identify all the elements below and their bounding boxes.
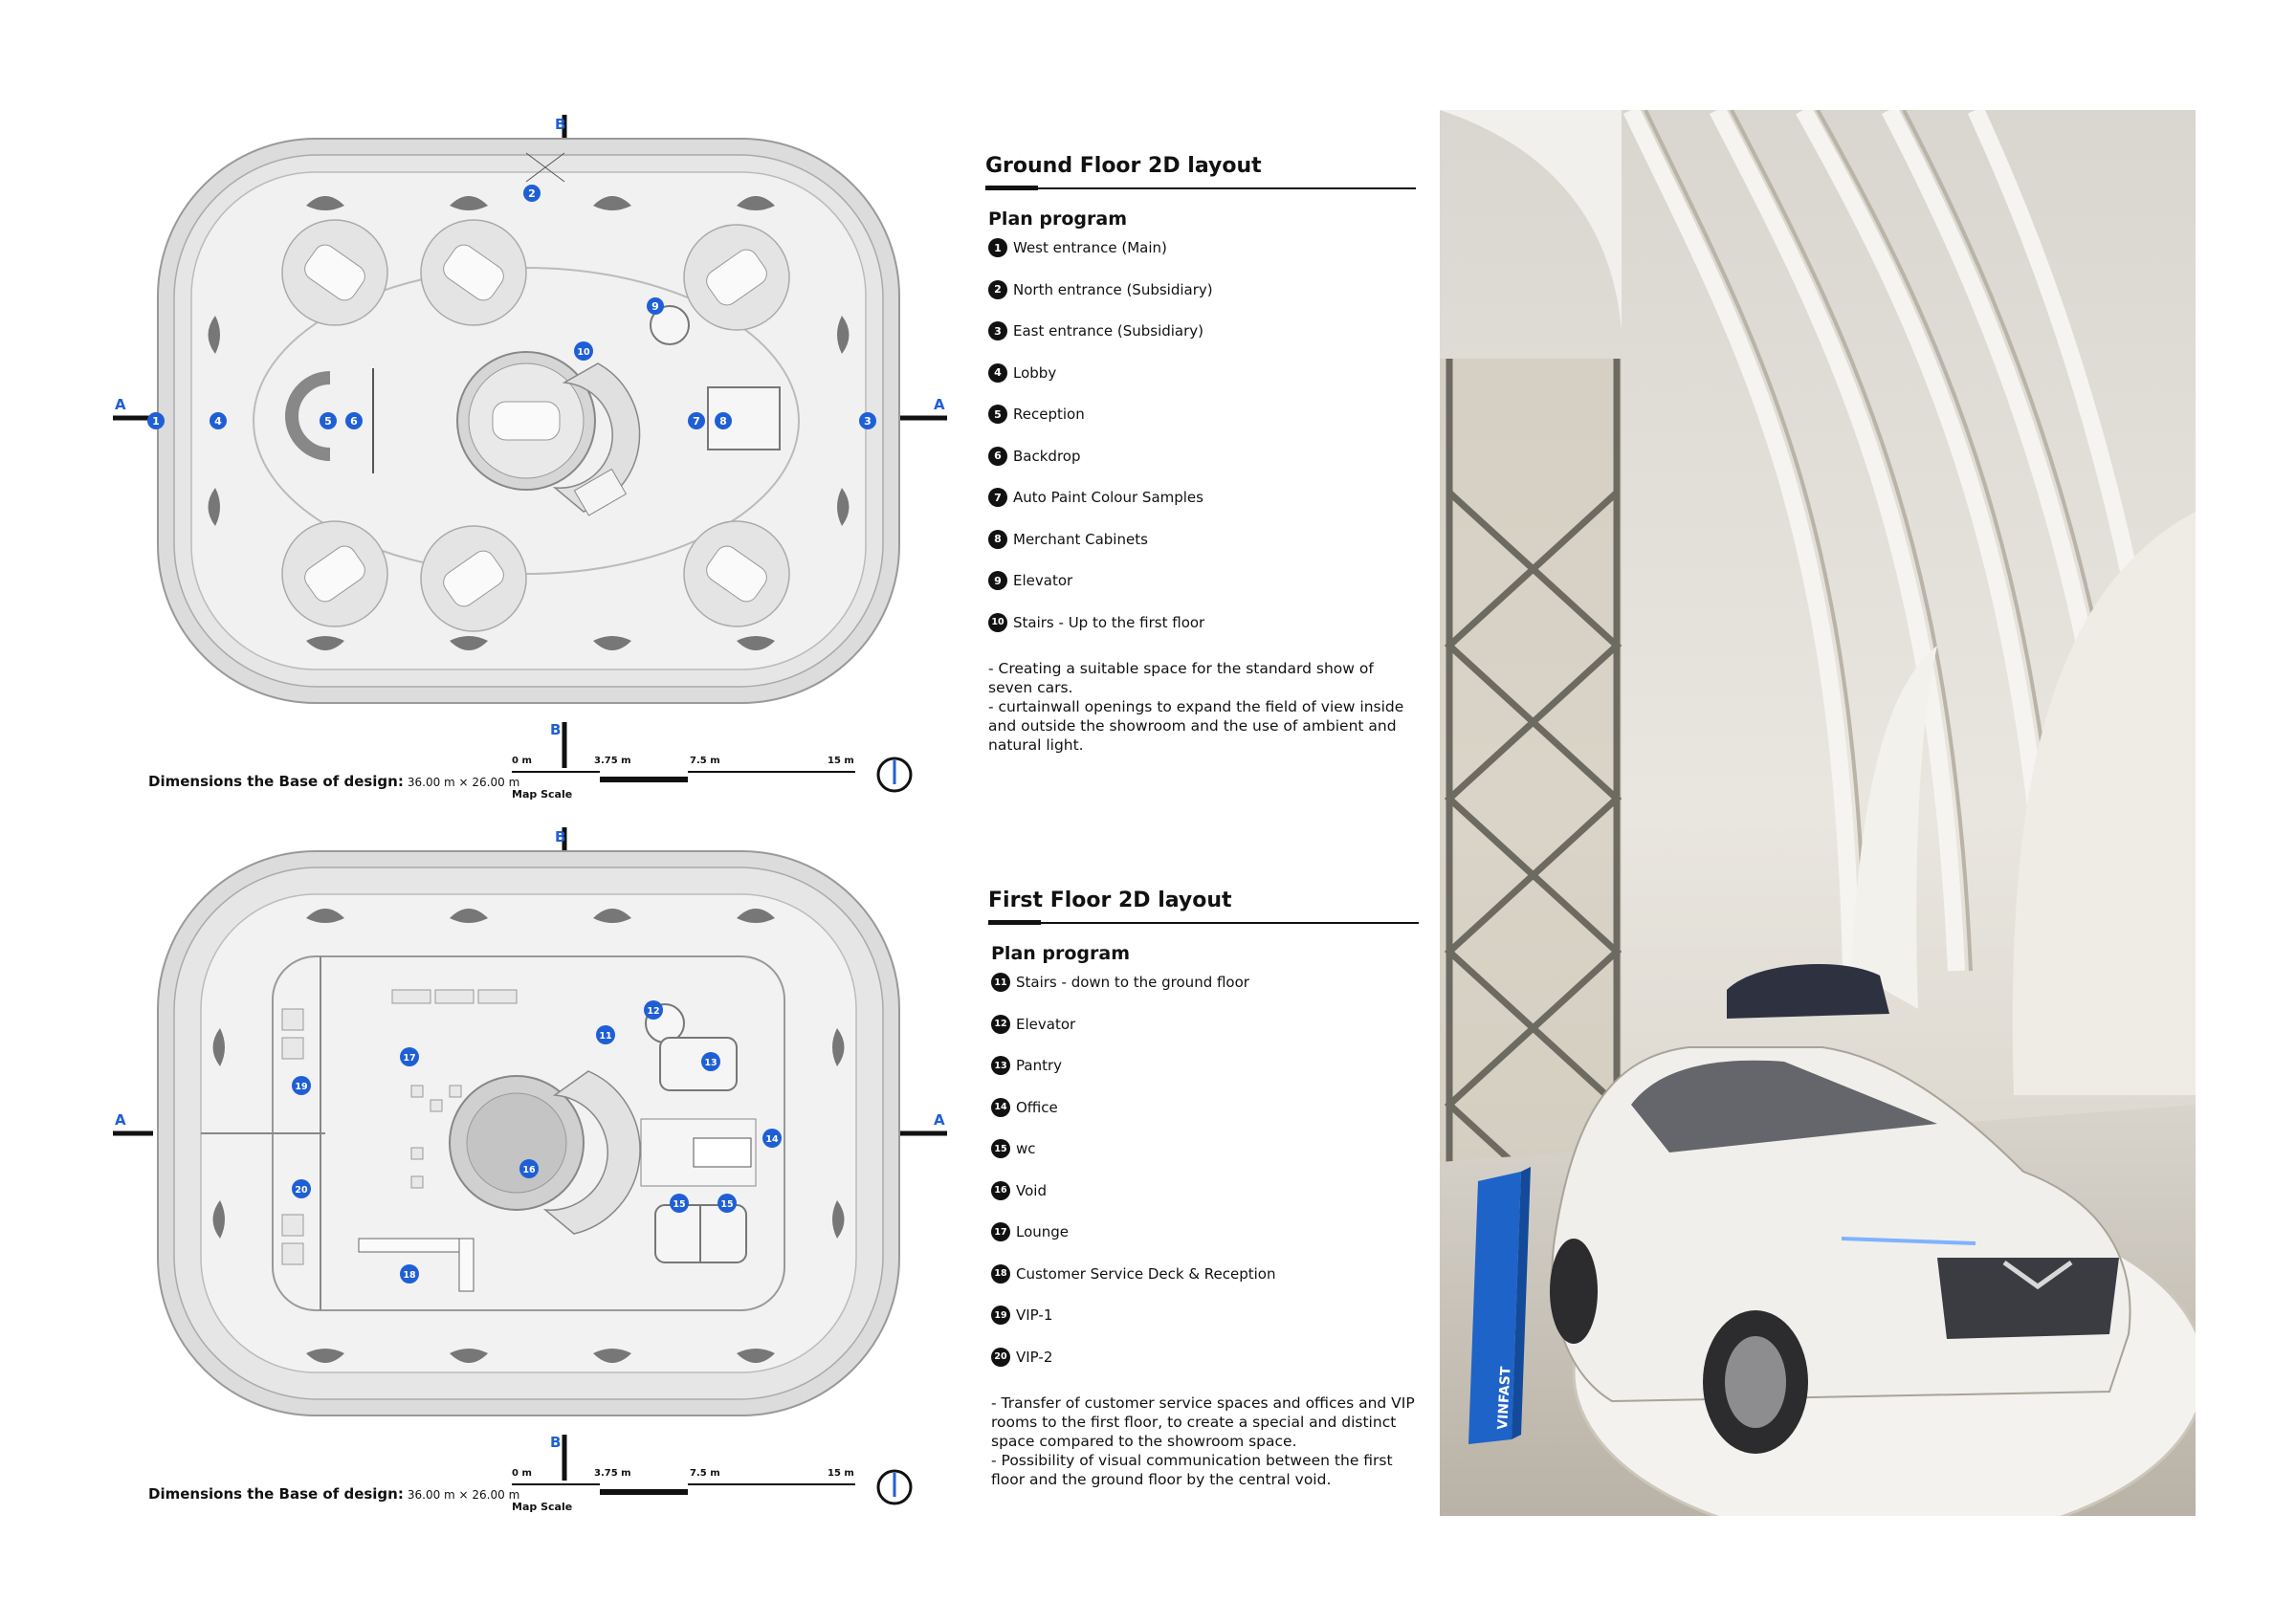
central-car <box>492 401 561 441</box>
perimeter-columns <box>212 909 845 1363</box>
svg-text:1: 1 <box>152 415 160 428</box>
svg-text:15: 15 <box>720 1199 733 1210</box>
section-mark-a-left: A <box>115 1111 126 1129</box>
first-dimensions: Dimensions the Base of design:36.00 m × … <box>148 1485 520 1503</box>
svg-text:12: 12 <box>647 1006 659 1017</box>
svg-text:17: 17 <box>403 1053 415 1064</box>
ground-map-scale: 0 m 3.75 m 7.5 m 15 m Map Scale <box>512 756 855 801</box>
north-arrow-icon <box>876 757 913 793</box>
svg-text:14: 14 <box>765 1134 779 1145</box>
north-entrance-door <box>525 152 565 183</box>
section-mark-b-bottom: B <box>550 721 561 738</box>
first-map-scale: 0 m 3.75 m 7.5 m 15 m Map Scale <box>512 1468 855 1513</box>
elevator <box>650 305 690 345</box>
background-car <box>1727 964 1889 1019</box>
first-floor-title: First Floor 2D layout <box>988 889 1232 912</box>
svg-text:16: 16 <box>522 1165 536 1175</box>
ground-floor-plan-drawing: B B A A <box>113 115 947 768</box>
svg-text:8: 8 <box>719 415 727 428</box>
north-arrow-icon <box>876 1469 913 1505</box>
ground-dimension-row: Dimensions the Base of design:36.00 m × … <box>148 756 933 823</box>
showroom-render: VINFAST <box>1440 110 2196 1516</box>
ground-markers: 1 2 3 4 5 6 7 8 9 10 <box>147 185 876 429</box>
car-logo-icon <box>2002 1260 2073 1290</box>
first-floor-plan: B B A A <box>105 823 947 1492</box>
section-mark-a-right: A <box>934 1111 945 1129</box>
first-markers: 11 12 13 14 15 15 16 17 18 19 20 <box>292 1000 782 1284</box>
spiral-stairs <box>542 1070 641 1235</box>
svg-text:20: 20 <box>295 1185 308 1196</box>
reception-desk <box>285 371 331 461</box>
spiral-stairs <box>552 362 641 513</box>
lounge-furniture <box>281 989 518 1265</box>
first-floor-plan-drawing: B B A A <box>113 827 947 1481</box>
ground-floor-title: Ground Floor 2D layout <box>985 154 1262 178</box>
section-mark-a-right: A <box>934 396 945 413</box>
sign-text: VINFAST <box>1495 1366 1513 1430</box>
perimeter-columns <box>208 196 850 650</box>
ground-plan-program-heading: Plan program <box>988 208 1128 230</box>
svg-text:13: 13 <box>704 1058 717 1068</box>
svg-text:7: 7 <box>693 415 700 428</box>
vinfast-sign: VINFAST <box>1468 1167 1531 1444</box>
title-rule <box>988 920 1419 926</box>
svg-text:6: 6 <box>350 415 358 428</box>
section-mark-b-bottom: B <box>550 1434 561 1451</box>
section-mark-b-top: B <box>555 116 565 133</box>
car-silhouettes <box>304 244 767 607</box>
pantry <box>659 1037 738 1091</box>
svg-text:3: 3 <box>864 415 872 428</box>
svg-text:4: 4 <box>214 415 222 428</box>
svg-text:5: 5 <box>324 415 332 428</box>
title-rule <box>985 186 1416 191</box>
ground-dimensions: Dimensions the Base of design:36.00 m × … <box>148 773 520 790</box>
first-dimension-row: Dimensions the Base of design:36.00 m × … <box>148 1468 933 1535</box>
section-mark-a-left: A <box>115 396 126 413</box>
first-description: - Transfer of customer service spaces an… <box>991 1394 1415 1488</box>
main-car <box>1550 1046 2131 1454</box>
svg-text:19: 19 <box>295 1082 307 1092</box>
first-plan-program-heading: Plan program <box>991 943 1131 964</box>
svg-text:15: 15 <box>673 1199 685 1210</box>
svg-text:10: 10 <box>577 347 590 358</box>
svg-text:11: 11 <box>599 1031 611 1042</box>
showroom-render-image: VINFAST <box>1440 110 2196 1516</box>
section-mark-b-top: B <box>555 828 565 845</box>
ground-floor-plan: B B A A <box>105 110 947 779</box>
ground-description: - Creating a suitable space for the stan… <box>988 660 1404 754</box>
svg-text:18: 18 <box>403 1270 416 1281</box>
svg-text:9: 9 <box>651 300 659 313</box>
svg-text:2: 2 <box>528 187 536 200</box>
service-deck <box>358 1238 475 1253</box>
